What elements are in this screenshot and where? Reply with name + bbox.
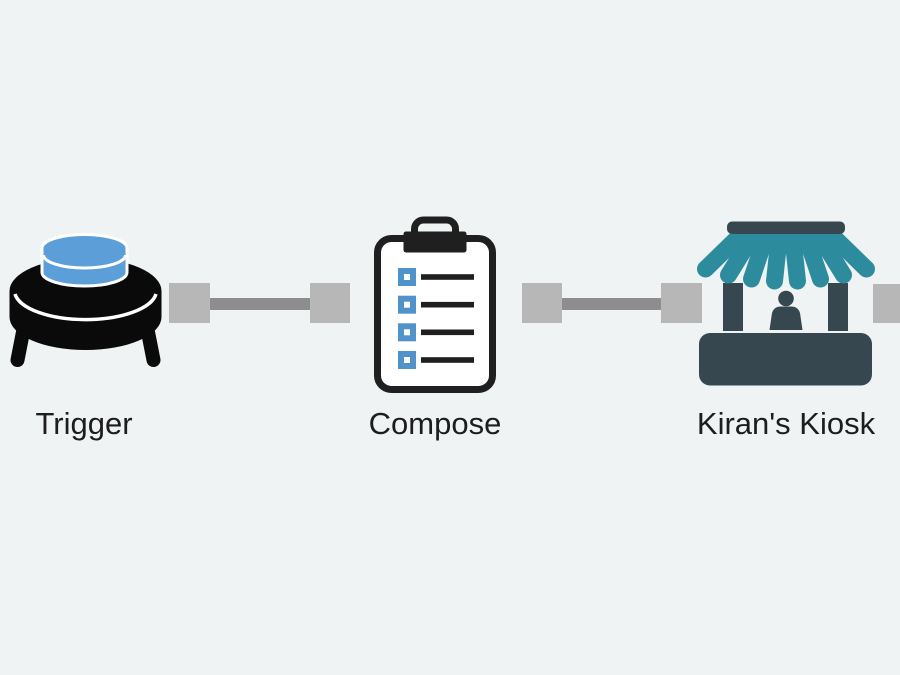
connector-end-square	[873, 284, 900, 323]
checkbox-inner	[404, 357, 410, 363]
kiosk-right-pillar	[828, 283, 848, 331]
vendor-head	[778, 290, 794, 307]
connector-end-square	[310, 283, 350, 323]
connector-end-square	[661, 283, 702, 323]
connector-trigger-compose	[169, 283, 350, 323]
clipboard-board	[374, 235, 496, 393]
connector-end-square	[169, 283, 210, 323]
awning-stripe	[797, 228, 829, 288]
iot-button-icon	[9, 233, 162, 367]
market-kiosk-icon	[697, 221, 875, 386]
awning-stripe	[811, 228, 852, 284]
button-base	[9, 258, 162, 350]
node-label-compose: Compose	[368, 406, 502, 441]
button-base-seam	[13, 293, 158, 322]
connector-compose-kiosk	[522, 283, 702, 323]
awning-stripe	[743, 228, 775, 288]
button-blue-cap	[40, 233, 129, 288]
clipboard-clip	[403, 231, 467, 253]
awning-stripe	[720, 228, 761, 284]
checklist-line	[421, 329, 474, 336]
checkbox-inner	[404, 274, 410, 280]
connector-offscreen-right	[873, 284, 900, 323]
kiosk-awning	[697, 228, 875, 290]
node-label-trigger: Trigger	[35, 406, 133, 441]
awning-stripe	[697, 228, 747, 278]
awning-stripe	[825, 228, 875, 278]
kiosk-counter	[699, 333, 872, 386]
button-cap-seam	[42, 254, 127, 270]
connector-bar	[200, 298, 320, 310]
checkbox-inner	[404, 329, 410, 336]
kiosk-left-pillar	[723, 283, 743, 331]
connector-end-square	[522, 283, 562, 323]
connector-bar	[552, 298, 670, 310]
checkbox-inner	[404, 301, 410, 308]
checklist-line	[421, 357, 474, 363]
kiosk-top-bar	[727, 221, 845, 234]
checklist-line	[421, 301, 474, 308]
awning-stripe	[784, 228, 806, 290]
node-label-kiosk: Kiran's Kiosk	[696, 406, 876, 441]
checklist-clipboard-icon	[374, 216, 496, 393]
checklist-line	[421, 274, 474, 280]
vendor-body	[769, 306, 803, 330]
awning-stripe	[766, 228, 788, 290]
